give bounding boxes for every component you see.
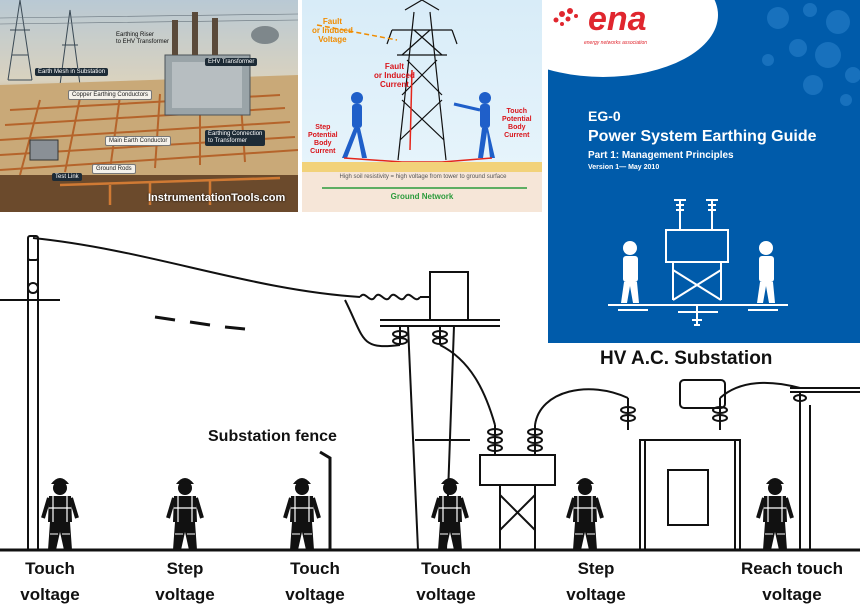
worker-touch-2 — [283, 476, 321, 552]
fence-post — [319, 450, 332, 550]
soil-layer — [302, 172, 542, 212]
substation-title: HV A.C. Substation — [600, 348, 773, 369]
main-earth-conductor-line — [59, 176, 281, 205]
fault-voltage-arrow — [316, 24, 398, 41]
bus-connection — [534, 388, 629, 426]
substation-line-art — [608, 199, 788, 326]
fence-label: Substation fence — [208, 428, 337, 445]
logo-backdrop — [548, 0, 718, 77]
voltage-label-touch-2: Touch voltage — [285, 559, 345, 604]
jumper-left — [344, 299, 401, 348]
worker-step-1 — [166, 476, 204, 552]
label-touch-potential: Touch Potential Body Current — [502, 108, 532, 139]
doc-version: Version 1— May 2010 — [588, 164, 660, 171]
substation-earthing-illustration: Earthing Riser to EHV Transformer Earth … — [0, 0, 298, 212]
tower-drawing — [302, 0, 542, 212]
voltage-label-step-1: Step voltage — [155, 559, 215, 604]
doc-part: Part 1: Management Principles — [588, 150, 734, 161]
jumper-to-switch — [439, 344, 496, 426]
secondary-conductor — [719, 381, 801, 399]
transmission-tower — [386, 0, 458, 161]
worker-touch-3 — [431, 476, 469, 552]
worker-step-2 — [566, 476, 604, 552]
right-terminal-pole — [790, 387, 860, 550]
label-fault-voltage: Fault or Induced Voltage — [312, 17, 353, 44]
doc-title: Power System Earthing Guide — [588, 128, 817, 145]
label-ground-network: Ground Network — [390, 192, 454, 201]
body-current-path — [343, 157, 493, 163]
label-step-potential: Step Potential Body Current — [308, 124, 338, 155]
distribution-pole — [0, 235, 60, 550]
soil-resistivity-note: High soil resistivity = high voltage fro… — [339, 174, 507, 180]
switchgear-unit — [479, 425, 556, 550]
dashed-conductor — [154, 315, 246, 331]
watermark-text: InstrumentationTools.com — [148, 192, 286, 204]
voltage-label-touch-3: Touch voltage — [416, 559, 476, 604]
label-ehv-transformer: EHV Transformer — [205, 58, 258, 66]
strain-insulator — [359, 293, 421, 301]
cover-workers — [621, 241, 775, 303]
ena-logo-text: ena — [588, 0, 647, 38]
doc-number: EG-0 — [588, 108, 621, 124]
decorative-dots — [762, 3, 860, 106]
label-ground-rods: Ground Rods — [92, 164, 136, 174]
test-link-pit — [29, 139, 59, 161]
overhead-conductor — [32, 237, 361, 298]
tower-potential-diagram: Fault or Induced Voltage Fault or Induce… — [302, 0, 542, 212]
label-main-earth-conductor: Main Earth Conductor — [105, 136, 172, 146]
voltage-label-step-2: Step voltage — [566, 559, 626, 604]
label-earthing-connection: Earthing Connection to Transformer — [205, 130, 266, 146]
background-pylons — [0, 0, 298, 86]
hv-transformer — [620, 379, 741, 551]
ground-surface — [302, 162, 542, 172]
label-test-link: Test Link — [52, 173, 82, 181]
ena-logo-mark — [553, 8, 578, 26]
label-copper-conductors: Copper Earthing Conductors — [68, 90, 153, 100]
voltage-label-touch-1: Touch voltage — [20, 559, 80, 604]
label-earthing-riser: Earthing Riser to EHV Transformer — [116, 32, 170, 45]
worker-touch-1 — [41, 476, 79, 552]
label-fault-current: Fault or Induced Current — [374, 62, 415, 89]
ena-cover-graphics — [548, 0, 860, 326]
substation-entry-structure — [380, 271, 500, 551]
ena-guide-cover: ena energy networks association EG-0 Pow… — [548, 0, 860, 343]
ena-tagline: energy networks association — [584, 40, 648, 46]
person-touch — [453, 92, 495, 158]
copper-earth-mesh — [0, 89, 298, 176]
voltage-label-reach-touch: Reach touch voltage — [740, 559, 844, 604]
suspension-insulators — [392, 326, 448, 345]
worker-reach-touch — [756, 476, 794, 552]
person-step — [342, 92, 367, 158]
fault-current-arrow — [409, 69, 413, 151]
label-earth-mesh: Earth Mesh in Substation — [35, 68, 109, 76]
